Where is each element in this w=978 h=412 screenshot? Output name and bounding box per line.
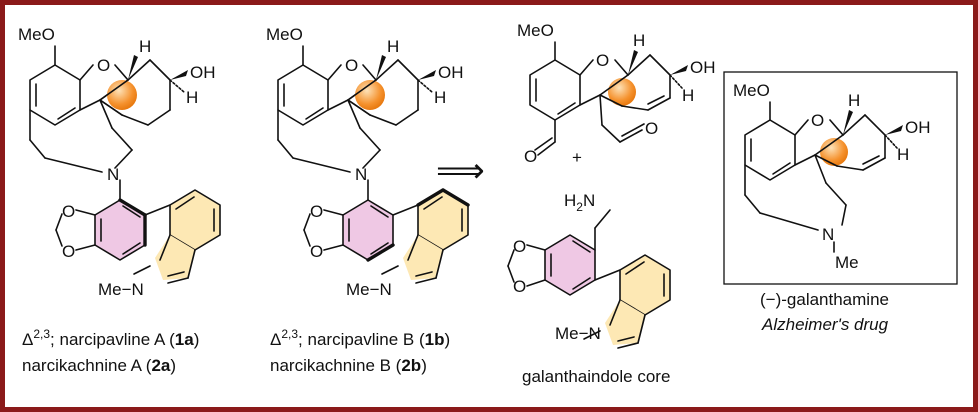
meo-label: MeO: [517, 21, 554, 40]
oh-label: OH: [690, 58, 716, 77]
ring-oxygen-label: O: [345, 56, 358, 75]
amine-label: H2N: [564, 191, 595, 214]
amine-n-label: N: [355, 165, 367, 184]
aldehyde-o-label: O: [524, 147, 537, 166]
aldehyde-o-label: O: [645, 119, 658, 138]
stereocenter-highlight: [355, 80, 385, 110]
plus-sign: +: [572, 148, 582, 167]
h-label: H: [186, 88, 198, 107]
core-caption: galanthaindole core: [522, 367, 670, 386]
caption-1b: Δ2,3; narcipavline B (1b): [270, 327, 450, 349]
stereocenter-highlight: [820, 138, 848, 166]
dioxole-o-label: O: [62, 202, 75, 221]
galanthamine-subtitle: Alzheimer's drug: [761, 315, 889, 334]
dioxole-o-label: O: [513, 277, 526, 296]
indole-n-methyl-label: Me−N: [555, 324, 601, 343]
h-label: H: [633, 31, 645, 50]
amine-n-label: N: [822, 225, 834, 244]
indole-n-methyl-label: Me−N: [346, 280, 392, 299]
oh-label: OH: [190, 63, 216, 82]
h-label: H: [387, 37, 399, 56]
indole-n-methyl-label: Me−N: [98, 280, 144, 299]
ring-oxygen-label: O: [97, 56, 110, 75]
retrosynthesis-arrow: ⟹: [436, 151, 485, 191]
caption-2a: narcikachnine A (2a): [22, 356, 176, 375]
meo-label: MeO: [18, 25, 55, 44]
dioxole-o-label: O: [513, 237, 526, 256]
galanthamine-name: (−)-galanthamine: [760, 290, 889, 309]
h-label: H: [848, 91, 860, 110]
oh-label: OH: [905, 118, 931, 137]
n-methyl-label: Me: [835, 253, 859, 272]
dioxole-o-label: O: [62, 242, 75, 261]
molecule-1a: MeO O H OH H N O O Me−N Δ2,3; narcipavli…: [18, 25, 221, 375]
meo-label: MeO: [266, 25, 303, 44]
galanthamine-box: MeO O H OH H N Me (−)-galanthamine Alzhe…: [723, 71, 958, 334]
ring-oxygen-label: O: [596, 51, 609, 70]
h-label: H: [434, 88, 446, 107]
stereocenter-highlight: [107, 80, 137, 110]
h-label: H: [682, 86, 694, 105]
amine-n-label: N: [107, 165, 119, 184]
dioxole-o-label: O: [310, 202, 323, 221]
caption-2b: narcikachnine B (2b): [270, 356, 427, 375]
molecule-1b: MeO O H OH H N O O Me−N Δ2,3; narcipavli…: [266, 25, 470, 375]
galanthaindole-core: H2N O O Me−N galanthaindole core: [507, 191, 671, 386]
dialdehyde-fragment: MeO O H OH H O O +: [517, 21, 716, 167]
h-label: H: [139, 37, 151, 56]
caption-1a: Δ2,3; narcipavline A (1a): [22, 327, 199, 349]
ring-oxygen-label: O: [811, 111, 824, 130]
dioxole-o-label: O: [310, 242, 323, 261]
h-label: H: [897, 145, 909, 164]
oh-label: OH: [438, 63, 464, 82]
meo-label: MeO: [733, 81, 770, 100]
